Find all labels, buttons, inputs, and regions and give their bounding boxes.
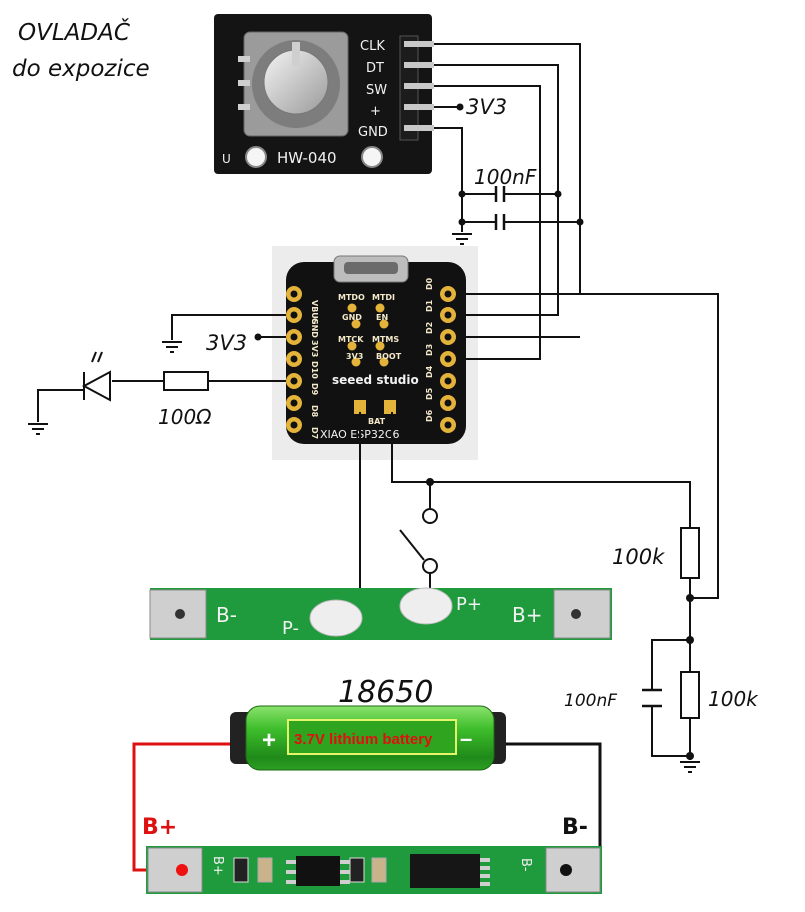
- ground-icon: [452, 233, 472, 245]
- encoder-pin-plus: +: [370, 104, 381, 119]
- pin-label-d6: D6: [425, 409, 434, 422]
- encoder-pin-clk: CLK: [360, 39, 385, 54]
- capacitor-top-symbols: [494, 186, 506, 230]
- pin-label-d3: D3: [425, 344, 434, 356]
- pad-mtdi: MTDI: [372, 293, 395, 302]
- bms-silk-bplus: B+: [210, 856, 225, 876]
- pm-label-bminus: B-: [216, 603, 237, 627]
- label-resistor-bottom: 100k: [708, 687, 759, 711]
- led-diode-icon: [81, 351, 111, 402]
- pin-label-d7: D7: [310, 427, 319, 439]
- protection-module: B- B+ P- P+: [149, 587, 612, 640]
- pin-label-d4: D4: [425, 365, 434, 378]
- pad-mtdo: MTDO: [338, 293, 365, 302]
- switch-contact-icon[interactable]: [422, 558, 438, 574]
- resistor-led-icon: [163, 371, 209, 391]
- bms-bplus-dot-icon: [176, 864, 188, 876]
- capacitor-bottom-icon: [642, 688, 662, 708]
- bms-bminus-dot-icon: [560, 864, 572, 876]
- title-line1: OVLADAČ: [18, 18, 130, 46]
- mount-hole-icon: [245, 146, 267, 168]
- label-18650: 18650: [338, 675, 433, 710]
- wires: [37, 43, 719, 760]
- pin-label-d9: D9: [310, 383, 319, 396]
- battery-minus: –: [460, 726, 472, 751]
- bms-mosfet-icon: [410, 854, 480, 888]
- pad-mtms: MTMS: [372, 335, 399, 344]
- junctions: [254, 103, 694, 760]
- mount-hole-icon: [361, 146, 383, 168]
- ground-icon: [680, 761, 700, 773]
- pm-label-pminus: P-: [282, 618, 299, 639]
- pm-label-bplus: B+: [512, 603, 542, 627]
- pin-label-d1: D1: [425, 299, 434, 312]
- pin-label-gnd: GND: [310, 318, 319, 338]
- pad-boot: BOOT: [376, 352, 402, 361]
- label-cap-bottom: 100nF: [564, 691, 617, 711]
- label-bplus: B+: [142, 815, 177, 840]
- pin-label-vbus: VBUS: [310, 300, 319, 325]
- pm-pad-pminus: [309, 599, 363, 637]
- bms-silk-bminus: B-: [518, 858, 533, 872]
- pad-en: EN: [376, 313, 388, 322]
- ground-icon: [28, 423, 48, 435]
- ground-icon: [162, 341, 182, 353]
- battery-18650: + 3.7V lithium battery –: [230, 705, 506, 771]
- title-line2: do expozice: [12, 56, 150, 82]
- title: OVLADAČ do expozice: [12, 18, 150, 82]
- svg-text:U: U: [222, 152, 231, 166]
- label-resistor-top: 100k: [612, 545, 665, 569]
- encoder-pin-sw: SW: [366, 83, 387, 98]
- label-bminus: B-: [562, 815, 588, 840]
- label-resistor-led: 100Ω: [158, 405, 212, 429]
- encoder-pin-gnd: GND: [358, 125, 388, 140]
- encoder-pin-dt: DT: [366, 61, 384, 76]
- label-3v3-top: 3V3: [466, 95, 507, 119]
- mcu-brand: seeed studio: [332, 373, 419, 387]
- pin-label-d2: D2: [425, 322, 434, 334]
- pm-label-pplus: P+: [456, 594, 482, 615]
- resistor-top-icon: [680, 527, 700, 579]
- resistor-bottom-icon: [680, 671, 700, 719]
- encoder-board-name: HW-040: [277, 149, 337, 167]
- pad-3v3: 3V3: [346, 352, 363, 361]
- bms-chip-icon: [296, 856, 340, 886]
- rotary-encoder-module: CLK DT SW + GND HW-040 U: [214, 14, 434, 174]
- bat-label: BAT: [368, 417, 386, 426]
- label-3v3-mcu: 3V3: [206, 331, 247, 355]
- battery-plus: +: [262, 727, 276, 754]
- bms-board: B+ B-: [146, 846, 602, 894]
- pin-label-d10: D10: [310, 361, 319, 379]
- pin-label-3v3: 3V3: [310, 340, 319, 357]
- pin-label-d5: D5: [425, 387, 434, 400]
- battery-label: 3.7V lithium battery: [294, 731, 433, 748]
- pad-mtck: MTCK: [338, 335, 364, 344]
- label-cap-top: 100nF: [474, 165, 537, 189]
- pin-label-d0: D0: [425, 277, 434, 290]
- xiao-esp32c6-board: VBUS GND 3V3 D10 D9 D8 D7 D0 D1 D2 D3 D4…: [272, 246, 478, 460]
- switch-contact-icon[interactable]: [422, 508, 438, 524]
- pad-gnd: GND: [342, 313, 362, 322]
- pm-pad-pplus: [399, 587, 453, 625]
- pin-label-d8: D8: [310, 405, 319, 418]
